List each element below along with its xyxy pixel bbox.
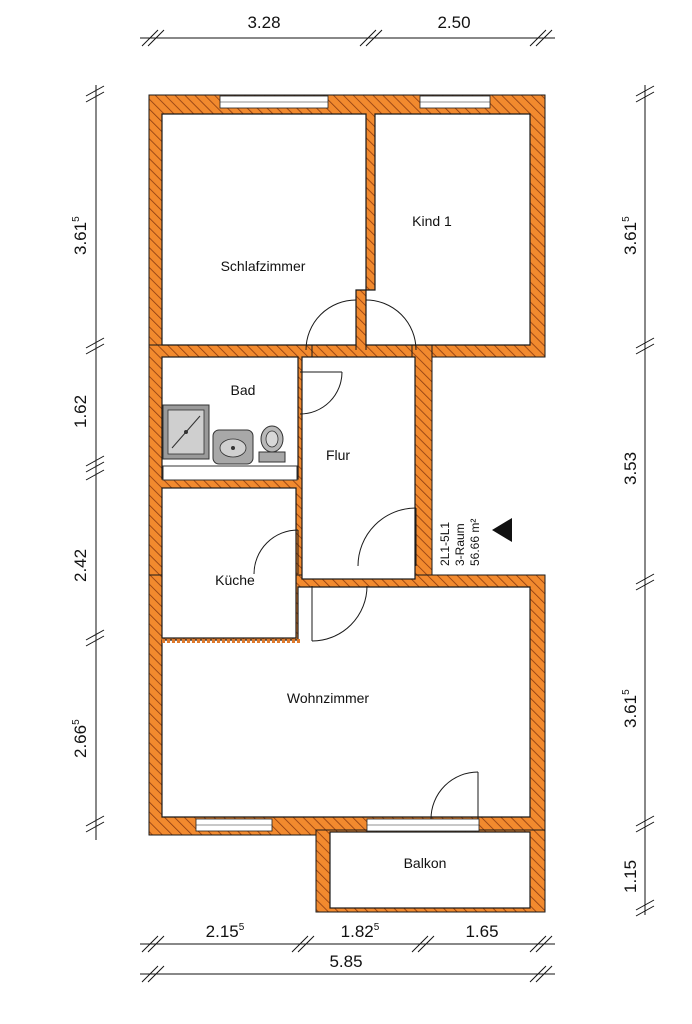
toilet-icon bbox=[258, 425, 286, 463]
floor-balkon bbox=[329, 831, 531, 909]
floor-kueche bbox=[161, 487, 297, 639]
dim-left-4: 2.665 bbox=[71, 719, 90, 758]
door-schlafzimmer bbox=[305, 299, 357, 351]
dim-bottom-1: 2.155 bbox=[206, 922, 245, 941]
windows bbox=[195, 95, 491, 832]
unit-info: 2L1-5L1 3-Raum 56.66 m² bbox=[438, 518, 512, 566]
left-ticks bbox=[85, 85, 105, 833]
dim-top-2: 2.50 bbox=[437, 13, 470, 32]
right-ticks bbox=[635, 85, 655, 917]
unit-area: 56.66 m² bbox=[468, 519, 482, 566]
dim-right-4: 1.15 bbox=[621, 860, 640, 893]
floor-flur bbox=[301, 356, 416, 580]
label-bad: Bad bbox=[231, 382, 256, 398]
room-labels: Schlafzimmer Kind 1 Bad Flur Küche Wohnz… bbox=[215, 213, 452, 871]
unit-label: 2L1-5L1 bbox=[438, 522, 452, 566]
entrance-arrow-icon bbox=[492, 518, 512, 542]
door-wohnzimmer bbox=[311, 585, 368, 642]
dim-right-2: 3.53 bbox=[621, 452, 640, 485]
label-flur: Flur bbox=[326, 447, 350, 463]
dim-bottom-3: 1.65 bbox=[465, 922, 498, 941]
bathroom-fixtures bbox=[162, 404, 298, 481]
dim-left-3: 2.42 bbox=[71, 549, 90, 582]
bottom-ticks-2 bbox=[141, 965, 553, 983]
door-kueche bbox=[253, 529, 299, 575]
dim-right-3: 3.615 bbox=[621, 689, 640, 728]
label-balkon: Balkon bbox=[404, 855, 447, 871]
bottom-ticks-1 bbox=[141, 935, 553, 953]
dim-right-1: 3.615 bbox=[621, 216, 640, 255]
dim-bottom-2: 1.825 bbox=[341, 922, 380, 941]
dimensions: 3.28 2.50 3.615 1.62 2.42 2.665 3.615 3.… bbox=[71, 13, 655, 983]
top-ticks bbox=[141, 29, 553, 47]
label-kueche: Küche bbox=[215, 572, 255, 588]
label-kind1: Kind 1 bbox=[412, 213, 452, 229]
dim-left-1: 3.615 bbox=[71, 216, 90, 255]
label-schlafzimmer: Schlafzimmer bbox=[221, 258, 306, 274]
bath-counter bbox=[162, 465, 298, 481]
doors bbox=[253, 299, 479, 820]
floor-schlafzimmer bbox=[161, 113, 367, 346]
unit-room-count: 3-Raum bbox=[453, 523, 467, 566]
door-entrance bbox=[357, 507, 417, 567]
room-floors bbox=[161, 113, 531, 909]
floor-kind1 bbox=[365, 113, 531, 346]
door-kind1 bbox=[365, 299, 417, 351]
door-bad bbox=[299, 371, 343, 415]
door-balkon bbox=[430, 771, 479, 820]
dim-left-2: 1.62 bbox=[71, 395, 90, 428]
dim-bottom-total: 5.85 bbox=[329, 952, 362, 971]
dim-top-1: 3.28 bbox=[247, 13, 280, 32]
label-wohnzimmer: Wohnzimmer bbox=[287, 690, 370, 706]
